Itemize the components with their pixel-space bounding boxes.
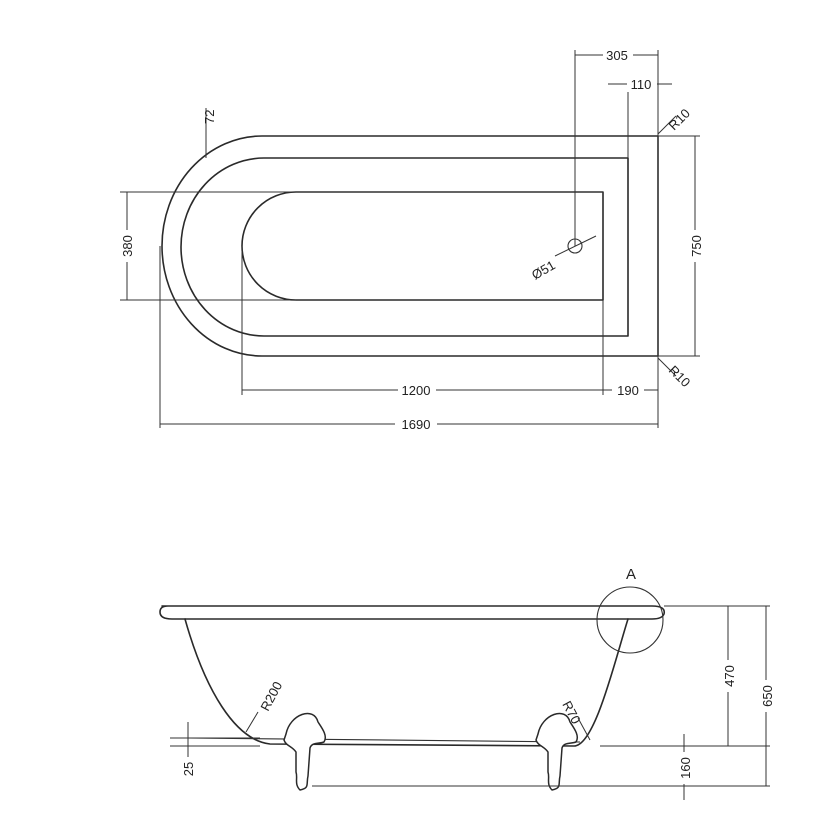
plan-view: 305 110 R10 72 380 750 Ø51 1200 190 R10 … xyxy=(118,47,704,432)
dim-label-bath-depth: 470 xyxy=(722,665,737,687)
dim-label-hole-offset: 305 xyxy=(606,48,628,63)
side-view: A R200 R70 470 650 25 160 xyxy=(159,566,775,800)
heel-radius-leader xyxy=(577,717,591,741)
dim-label-outer-width: 750 xyxy=(689,235,704,257)
dim-label-inner-length: 1200 xyxy=(402,383,431,398)
bath-basin-outline xyxy=(241,191,604,301)
dim-label-waste-diameter: Ø51 xyxy=(529,257,558,282)
dim-label-foot-height: 160 xyxy=(678,757,693,779)
bath-outer-rim-outline xyxy=(161,135,659,357)
detail-circle-a xyxy=(596,586,664,654)
detail-label-a: A xyxy=(626,566,636,583)
dimension-line xyxy=(657,357,677,377)
dim-label-overall-height: 650 xyxy=(760,685,775,707)
dim-label-rim-offset: 110 xyxy=(631,77,652,92)
dim-label-end-offset: 190 xyxy=(617,383,639,398)
bath-base-line xyxy=(187,737,581,743)
dim-label-overall-length: 1690 xyxy=(402,417,431,432)
dimension-line xyxy=(657,115,677,135)
base-radius-leader xyxy=(245,711,259,733)
claw-foot-right xyxy=(535,712,579,791)
claw-foot-left xyxy=(283,712,327,791)
dim-label-foot-offset: 25 xyxy=(181,762,196,776)
bath-inner-rim-outline xyxy=(180,157,629,337)
dim-label-corner-radius-top: R10 xyxy=(666,106,693,133)
dim-label-corner-radius-bottom: R10 xyxy=(666,363,693,390)
dim-label-inner-width: 380 xyxy=(120,235,135,257)
dim-label-base-radius: R200 xyxy=(257,679,285,713)
bath-rim-profile xyxy=(159,605,666,620)
bath-body-profile xyxy=(184,618,629,747)
dim-label-rim-width: 72 xyxy=(202,110,217,124)
